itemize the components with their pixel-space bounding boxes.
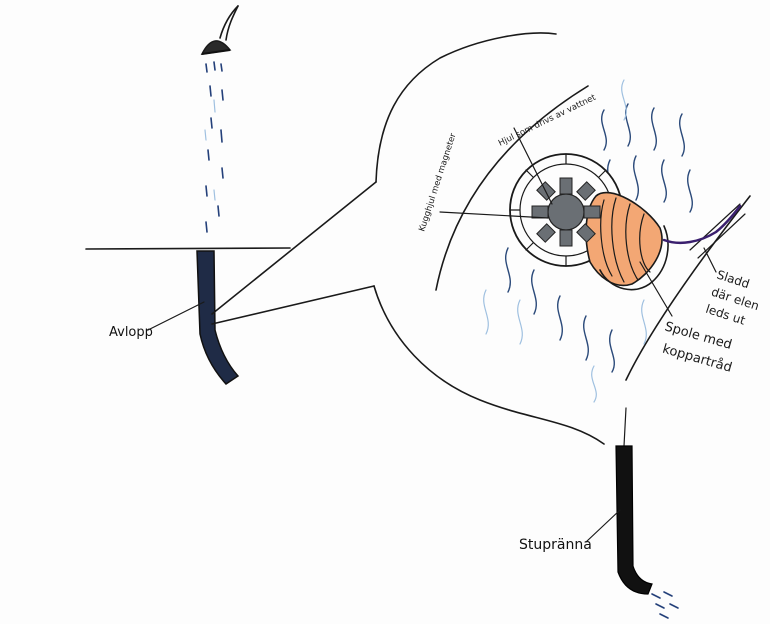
zoom-line-upper bbox=[211, 181, 377, 315]
downpipe bbox=[615, 445, 653, 595]
drain-pipe bbox=[196, 250, 240, 385]
coil-label: Spole med koppartråd bbox=[661, 319, 734, 375]
floor-line bbox=[85, 247, 291, 250]
magnified-bubble bbox=[373, 32, 605, 445]
downpipe-label: Stupränna bbox=[519, 537, 592, 553]
gear-label: Kugghjul med magneter bbox=[417, 132, 458, 233]
shower-head-icon bbox=[200, 5, 239, 55]
downpipe-drops bbox=[651, 591, 679, 619]
cable bbox=[662, 204, 742, 244]
gear-wheel bbox=[531, 177, 601, 247]
cable-label: Sladd där elen leds ut bbox=[704, 268, 761, 328]
zoom-line-lower bbox=[211, 285, 375, 325]
copper-coil bbox=[585, 191, 669, 291]
drain-label: Avlopp bbox=[109, 325, 153, 340]
water-wheel-label: Hjul som drivs av vattnet bbox=[497, 93, 598, 149]
water-drops bbox=[204, 61, 224, 233]
water-flow bbox=[483, 79, 693, 403]
